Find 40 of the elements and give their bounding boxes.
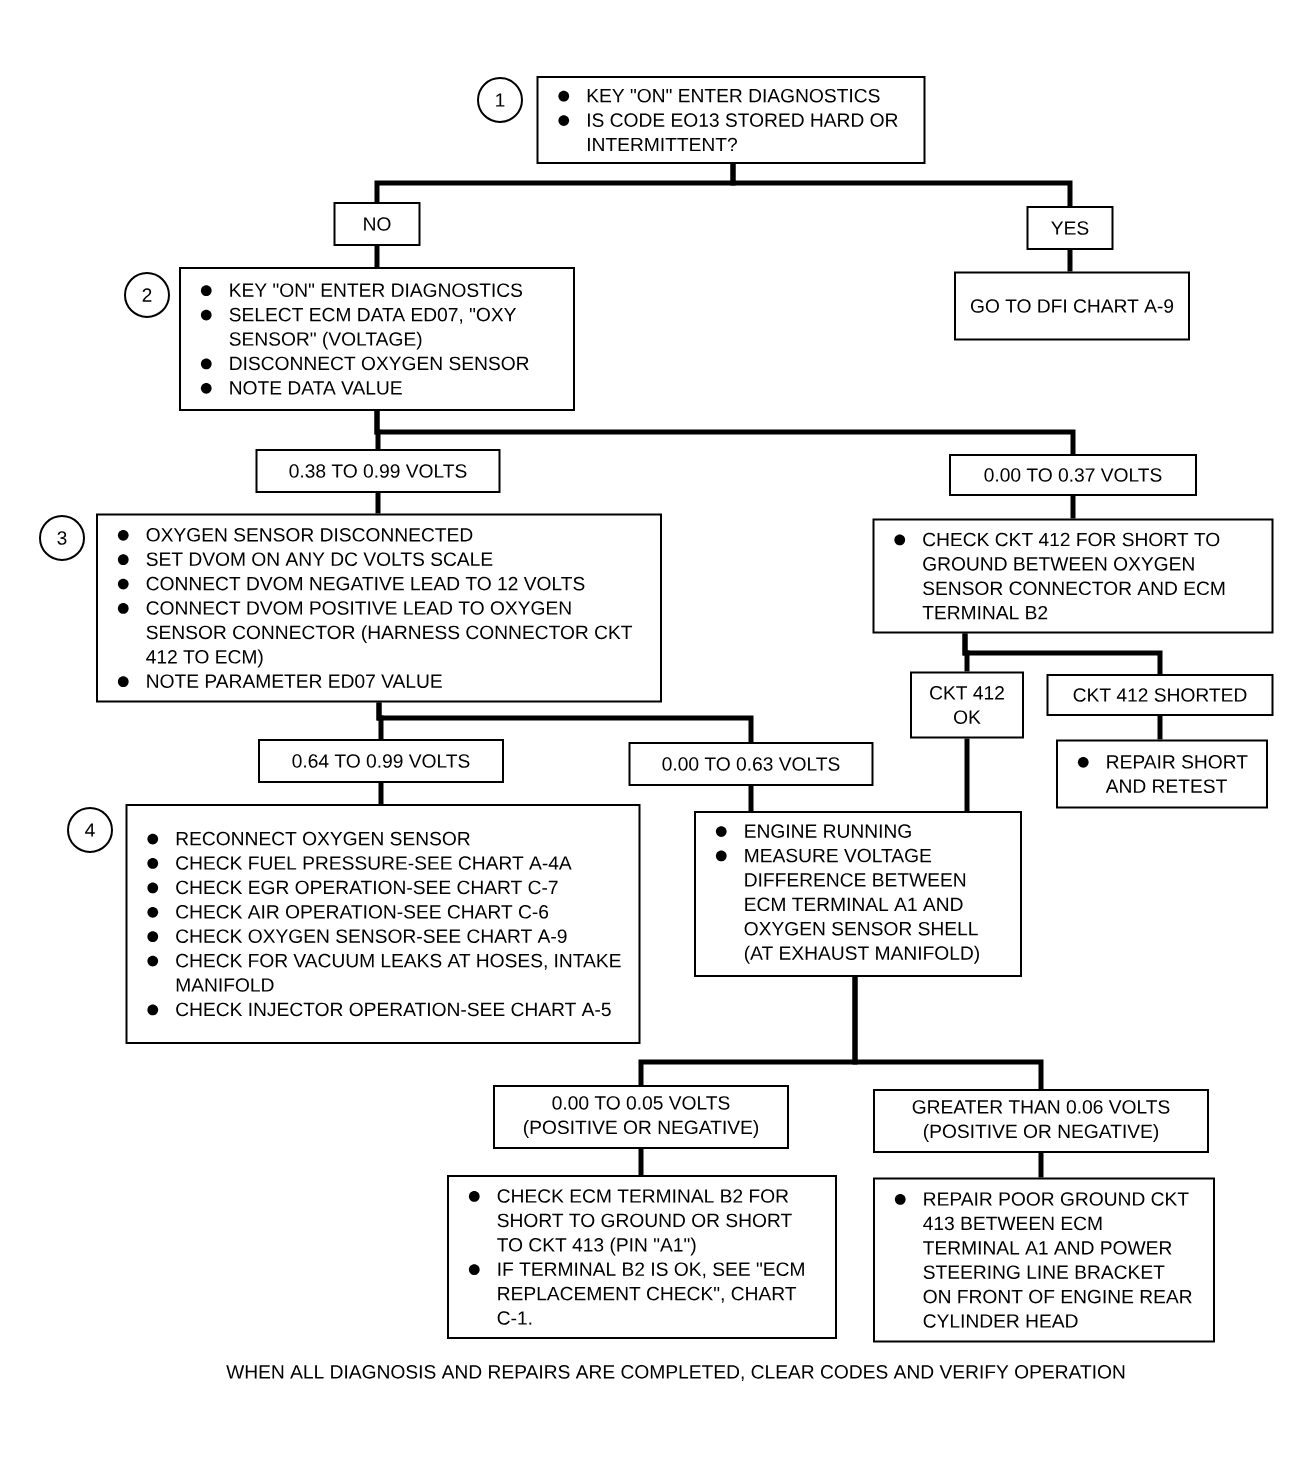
connector-line xyxy=(964,738,970,811)
condition-box: 0.38 TO 0.99 VOLTS xyxy=(255,449,501,493)
step-number: 2 xyxy=(124,272,170,318)
connector-line xyxy=(376,702,754,742)
condition-box: 0.00 TO 0.37 VOLTS xyxy=(949,454,1197,496)
connector-line xyxy=(1157,716,1163,740)
process-box: CHECK ECM TERMINAL B2 FOR SHORT TO GROUND OR SHORT TO CKT 413 (PIN "A1") IF TERMINAL B2 IS OK, SEE "ECM REPLACEMENT CHECK", CHART C-1. xyxy=(447,1175,837,1339)
condition-box: 0.00 TO 0.63 VOLTS xyxy=(628,742,874,786)
connector-line xyxy=(748,786,754,811)
process-box: GO TO DFI CHART A-9 xyxy=(954,271,1190,341)
process-box: REPAIR SHORT AND RETEST xyxy=(1056,739,1268,809)
condition-box: 0.00 TO 0.05 VOLTS (POSITIVE OR NEGATIVE) xyxy=(493,1085,789,1149)
connector-line xyxy=(375,493,381,514)
process-box: KEY "ON" ENTER DIAGNOSTICS SELECT ECM DATA ED07, "OXY SENSOR" (VOLTAGE) DISCONNECT OXYGEN SENSOR NOTE DATA VALUE xyxy=(179,267,575,411)
step-number: 3 xyxy=(39,515,85,561)
condition-box: YES xyxy=(1026,206,1114,250)
condition-box: GREATER THAN 0.06 VOLTS (POSITIVE OR NEGATIVE) xyxy=(873,1089,1209,1153)
condition-box: CKT 412 OK xyxy=(910,671,1024,739)
connector-line xyxy=(374,246,380,267)
connector-line xyxy=(1067,250,1073,272)
process-box: OXYGEN SENSOR DISCONNECTED SET DVOM ON ANY DC VOLTS SCALE CONNECT DVOM NEGATIVE LEAD TO 12 VOLTS CONNECT DVOM POSITIVE LEAD TO OXYGEN SENSOR CONNECTOR (HARNESS CONNECTOR CKT 412 TO ECM) NOTE PARAMETER ED07 VALUE xyxy=(96,513,662,703)
connector-line xyxy=(1038,1153,1044,1178)
connector-line xyxy=(730,164,1073,206)
process-box: ENGINE RUNNING MEASURE VOLTAGE DIFFERENCE BETWEEN ECM TERMINAL A1 AND OXYGEN SENSOR SHELL (AT EXHAUST MANIFOLD) xyxy=(694,811,1022,977)
condition-box: NO xyxy=(333,202,421,246)
connector-line xyxy=(962,633,1163,674)
condition-box: 0.64 TO 0.99 VOLTS xyxy=(258,739,504,783)
process-box: REPAIR POOR GROUND CKT 413 BETWEEN ECM TERMINAL A1 AND POWER STEERING LINE BRACKET ON FRONT OF ENGINE REAR CYLINDER HEAD xyxy=(873,1177,1215,1343)
condition-box: CKT 412 SHORTED xyxy=(1046,674,1274,716)
process-box: CHECK CKT 412 FOR SHORT TO GROUND BETWEEN OXYGEN SENSOR CONNECTOR AND ECM TERMINAL B2 xyxy=(872,518,1274,634)
connector-line xyxy=(638,1149,644,1175)
connector-line xyxy=(378,783,384,804)
connector-line xyxy=(852,977,1044,1089)
process-box: RECONNECT OXYGEN SENSOR CHECK FUEL PRESSURE-SEE CHART A-4A CHECK EGR OPERATION-SEE CHART C-7 CHECK AIR OPERATION-SEE CHART C-6 CHECK OXYGEN SENSOR-SEE CHART A-9 CHECK FOR VACUUM LEAKS AT HOSES, INTAKE MANIFOLD CHECK INJECTOR OPERATION-SEE CHART A-5 xyxy=(125,804,641,1044)
step-number: 4 xyxy=(67,807,113,853)
step-number: 1 xyxy=(477,77,523,123)
connector-line xyxy=(1070,496,1076,519)
connector-line xyxy=(374,411,1076,454)
process-box: KEY "ON" ENTER DIAGNOSTICS IS CODE EO13 STORED HARD OR INTERMITTENT? xyxy=(536,76,926,164)
footer-note: WHEN ALL DIAGNOSIS AND REPAIRS ARE COMPLETED, CLEAR CODES AND VERIFY OPERATION xyxy=(226,1365,1125,1381)
